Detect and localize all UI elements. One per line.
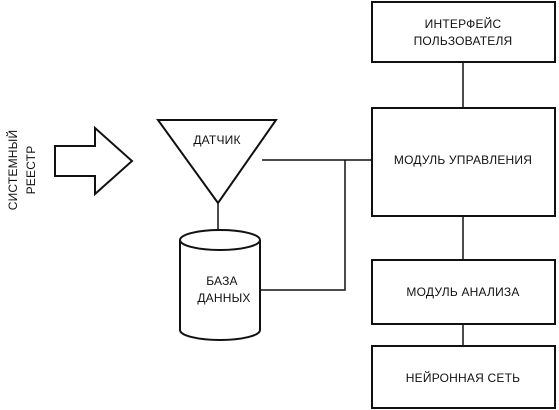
input-arrow (54, 125, 134, 197)
database-label-line1: БАЗА (206, 274, 238, 288)
database-cylinder-body (179, 240, 261, 341)
sensor-label: ДАТЧИК (193, 133, 240, 147)
database-label-line2: ДАННЫХ (197, 291, 250, 305)
user-interface-block (371, 1, 556, 63)
neural-network-block (371, 345, 556, 409)
system-registry-label: СИСТЕМНЫЙ РЕЕСТР (5, 130, 38, 211)
system-registry-label-line2: РЕЕСТР (24, 146, 38, 195)
user-interface-label-line1: ИНТЕРФЕЙС (425, 16, 502, 31)
analysis-module-block (371, 259, 556, 325)
user-interface-label-line2: ПОЛЬЗОВАТЕЛЯ (414, 34, 513, 48)
system-registry-label-line1: СИСТЕМНЫЙ (5, 130, 20, 211)
database-cylinder-top (179, 229, 261, 251)
control-module-label: МОДУЛЬ УПРАВЛЕНИЯ (394, 153, 532, 167)
neural-network-label: НЕЙРОННАЯ СЕТЬ (406, 370, 520, 385)
sensor-triangle (156, 119, 278, 205)
analysis-module-label: МОДУЛЬ АНАЛИЗА (406, 285, 519, 299)
database-cylinder: БАЗА ДАННЫХ (179, 229, 261, 341)
database-control-connector (260, 160, 346, 291)
control-module-block (371, 107, 556, 217)
